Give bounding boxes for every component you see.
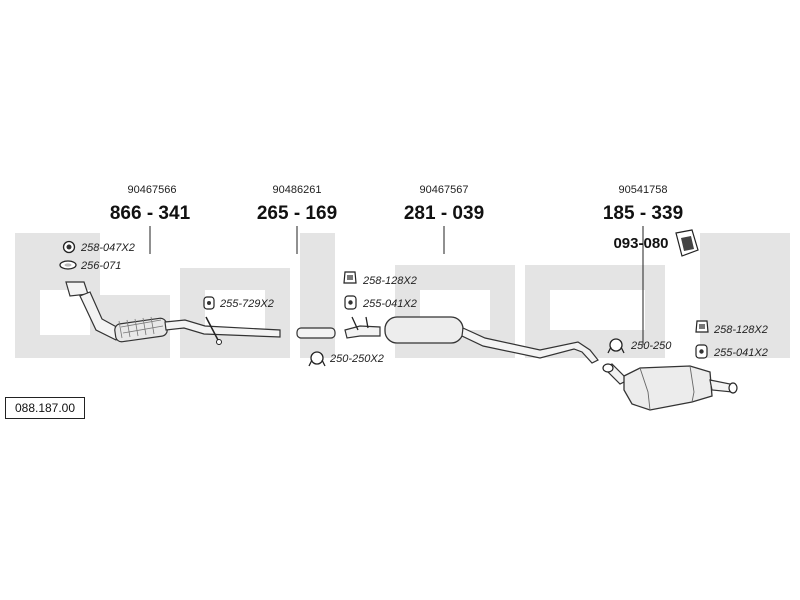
sealing-ring-icon	[59, 260, 77, 270]
bracket-icon	[695, 320, 709, 333]
accessory-label: 255-729X2	[219, 298, 274, 310]
accessory-label: 250-250	[630, 340, 672, 352]
rubber-hanger-icon	[695, 344, 708, 359]
catalog-number-label: 088.187.00	[5, 397, 85, 419]
mounting-kit-number: 093-080	[613, 235, 668, 252]
rubber-hanger-icon	[203, 296, 215, 310]
oem-number-front-pipe: 90467566	[128, 184, 177, 196]
accessory-label: 258-047X2	[80, 242, 135, 254]
accessory-label: 258-128X2	[362, 275, 417, 287]
part-number-middle-pipe: 265 - 169	[257, 203, 337, 224]
clamp-icon	[308, 351, 326, 367]
accessory-label: 256-071	[80, 260, 121, 272]
accessory-label: 250-250X2	[329, 353, 384, 365]
part-number-center-silencer: 281 - 039	[404, 203, 484, 224]
accessory-label: 255-041X2	[362, 298, 417, 310]
oem-number-center-silencer: 90467567	[420, 184, 469, 196]
part-number-front-pipe: 866 - 341	[110, 203, 191, 224]
center-silencer	[344, 316, 599, 364]
part-number-rear-silencer: 185 - 339	[603, 203, 683, 224]
mounting-kit-icon	[675, 229, 699, 257]
bracket-icon	[343, 271, 357, 284]
oem-number-middle-pipe: 90486261	[273, 184, 322, 196]
oem-number-rear-silencer: 90541758	[619, 184, 668, 196]
gasket-icon	[62, 240, 76, 254]
rubber-hanger-icon	[344, 295, 357, 310]
accessory-label: 258-128X2	[713, 324, 768, 336]
rear-silencer	[602, 363, 738, 411]
accessory-label: 255-041X2	[713, 347, 768, 359]
front-pipe	[65, 281, 281, 345]
clamp-icon	[607, 338, 625, 354]
middle-pipe	[296, 327, 336, 339]
